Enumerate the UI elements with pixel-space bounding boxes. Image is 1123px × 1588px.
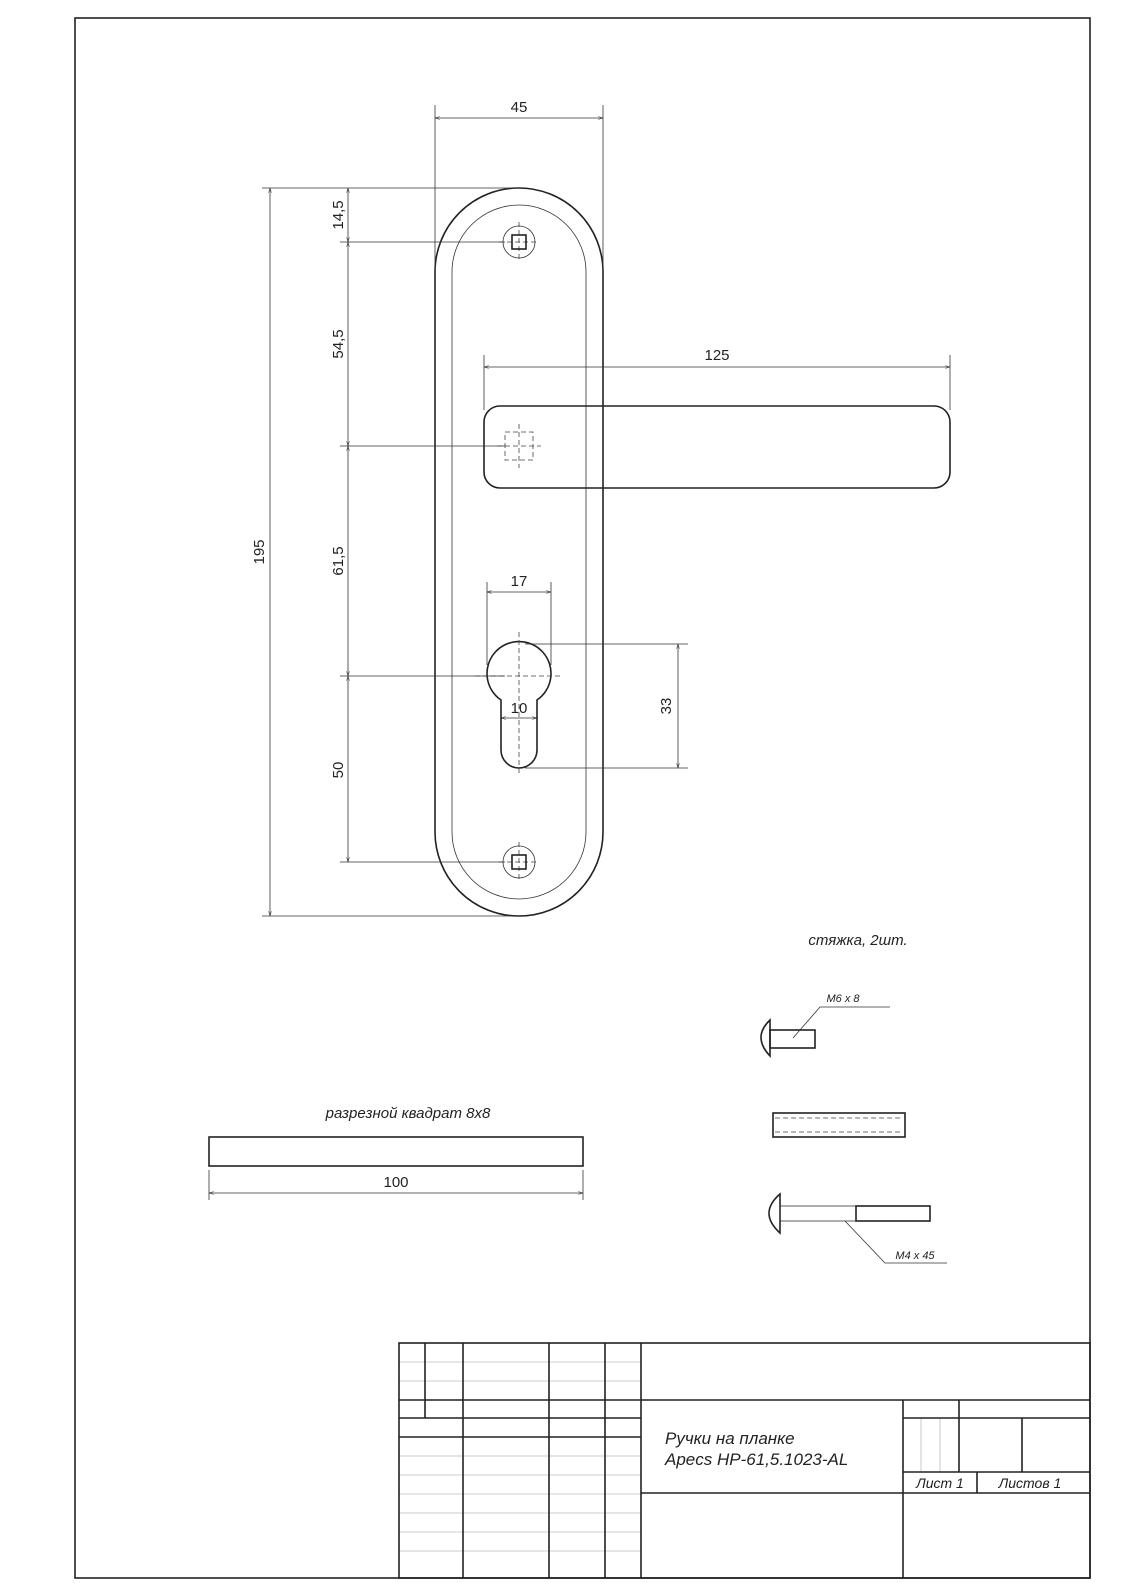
spindle-bar [208, 1136, 584, 1167]
title-block [398, 1342, 1091, 1579]
dim-handle-length: 125 [704, 347, 729, 364]
dim-cylinder-height: 33 [658, 698, 675, 715]
dim-cylinder-width: 17 [511, 573, 528, 590]
screw-m4x45-label: M4 x 45 [895, 1250, 935, 1262]
drawing-title-line1: Ручки на планке [665, 1429, 795, 1448]
sheet-number: Лист 1 [915, 1475, 964, 1491]
dim-total-height: 195 [251, 539, 268, 564]
dim-cylinder-slot: 10 [511, 700, 528, 717]
tube-sleeve [772, 1112, 906, 1138]
dim-top-to-hole: 14,5 [330, 200, 347, 229]
dimension-lines [262, 105, 951, 917]
dim-cylinder-to-hole: 50 [330, 762, 347, 779]
drawing-title-line2: Apecs HP-61,5.1023-AL [664, 1450, 848, 1469]
fasteners-title: стяжка, 2шт. [808, 932, 907, 949]
lever-handle [483, 405, 951, 489]
dim-hole-to-spindle: 54,5 [330, 329, 347, 358]
screw-m6x8 [760, 1006, 890, 1059]
dim-spindle-length: 100 [383, 1174, 408, 1191]
screw-m6x8-label: M6 x 8 [826, 993, 860, 1005]
sheet-border [74, 17, 1091, 1579]
escutcheon-plate [434, 187, 604, 917]
dim-spindle-to-cylinder: 61,5 [330, 546, 347, 575]
sheet-count: Листов 1 [998, 1475, 1062, 1491]
spindle-label: разрезной квадрат 8х8 [325, 1105, 491, 1122]
screw-m4x45 [768, 1192, 947, 1264]
dim-plate-width: 45 [511, 99, 528, 116]
key-cylinder-hole [475, 632, 563, 775]
